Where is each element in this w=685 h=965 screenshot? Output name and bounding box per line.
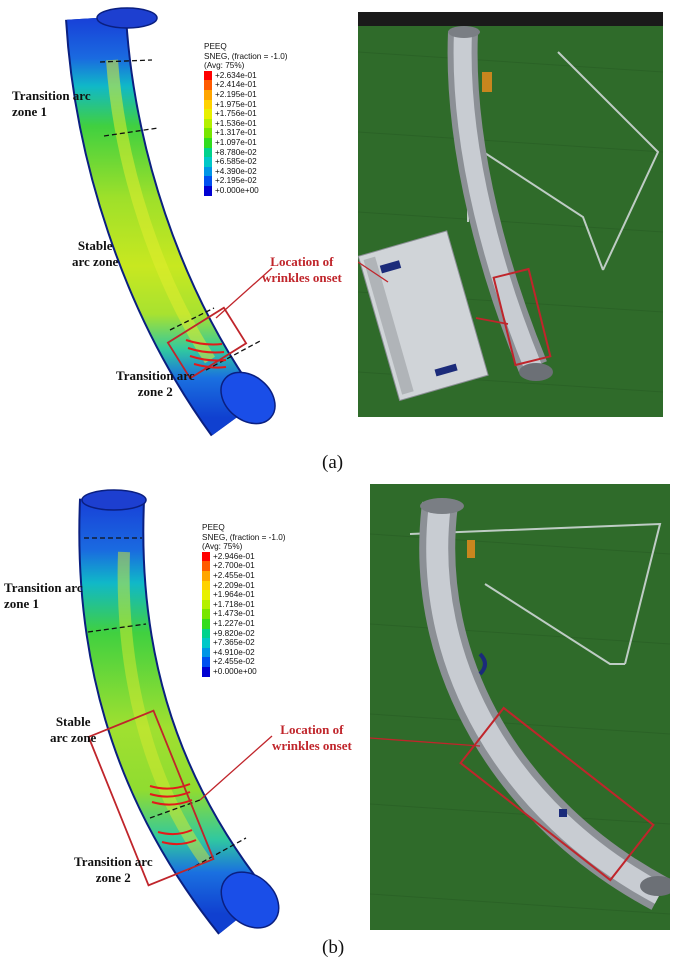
contour-legend-b: PEEQ SNEG, (fraction = -1.0) (Avg: 75%) … <box>202 523 286 677</box>
legend-value: +1.536e-01 <box>215 118 257 128</box>
legend-value: +1.227e-01 <box>213 618 255 628</box>
experiment-photo-a <box>358 12 663 417</box>
legend-value: +2.946e-01 <box>213 551 255 561</box>
fe-simulation-tube-b <box>78 489 280 935</box>
legend-value: +4.910e-02 <box>213 647 255 657</box>
legend-value: +2.455e-02 <box>213 657 255 667</box>
legend-value: +2.195e-02 <box>215 176 257 186</box>
legend-value: +4.390e-02 <box>215 166 257 176</box>
panel-caption-b: (b) <box>322 937 345 958</box>
legend-value: +2.195e-01 <box>215 89 257 99</box>
photo-illustration-a <box>358 12 663 417</box>
contour-legend-a: PEEQ SNEG, (fraction = -1.0) (Avg: 75%) … <box>204 42 288 196</box>
legend-header-line: SNEG, (fraction = -1.0) <box>204 51 288 61</box>
legend-value: +2.455e-01 <box>213 570 255 580</box>
legend-header-line: (Avg: 75%) <box>204 61 245 71</box>
legend-header-line: SNEG, (fraction = -1.0) <box>202 532 286 542</box>
legend-value: +1.473e-01 <box>213 609 255 619</box>
legend-rows: +2.946e-01 +2.700e-01 +2.455e-01 +2.209e… <box>202 551 286 677</box>
legend-value: +1.718e-01 <box>213 599 255 609</box>
legend-value: +8.780e-02 <box>215 147 257 157</box>
legend-value: +0.000e+00 <box>215 185 259 195</box>
legend-value: +2.700e-01 <box>213 561 255 571</box>
legend-header-line: (Avg: 75%) <box>202 542 243 552</box>
legend-value: +1.756e-01 <box>215 109 257 119</box>
legend-value: +9.820e-02 <box>213 628 255 638</box>
experiment-photo-b <box>370 484 670 930</box>
panel-caption-a: (a) <box>322 452 344 473</box>
legend-value: +0.000e+00 <box>213 666 257 676</box>
legend-value: +2.414e-01 <box>215 80 257 90</box>
fe-simulation-tube-a <box>65 7 276 437</box>
legend-value: +2.209e-01 <box>213 580 255 590</box>
legend-value: +1.097e-01 <box>215 137 257 147</box>
legend-header-line: PEEQ <box>202 523 225 532</box>
legend-header-line: PEEQ <box>204 42 227 51</box>
legend-value: +2.634e-01 <box>215 70 257 80</box>
legend-rows: +2.634e-01 +2.414e-01 +2.195e-01 +1.975e… <box>204 70 288 196</box>
legend-value: +7.365e-02 <box>213 638 255 648</box>
legend-value: +1.975e-01 <box>215 99 257 109</box>
legend-value: +1.317e-01 <box>215 128 257 138</box>
photo-illustration-b <box>370 484 670 930</box>
legend-value: +1.964e-01 <box>213 590 255 600</box>
legend-value: +6.585e-02 <box>215 157 257 167</box>
